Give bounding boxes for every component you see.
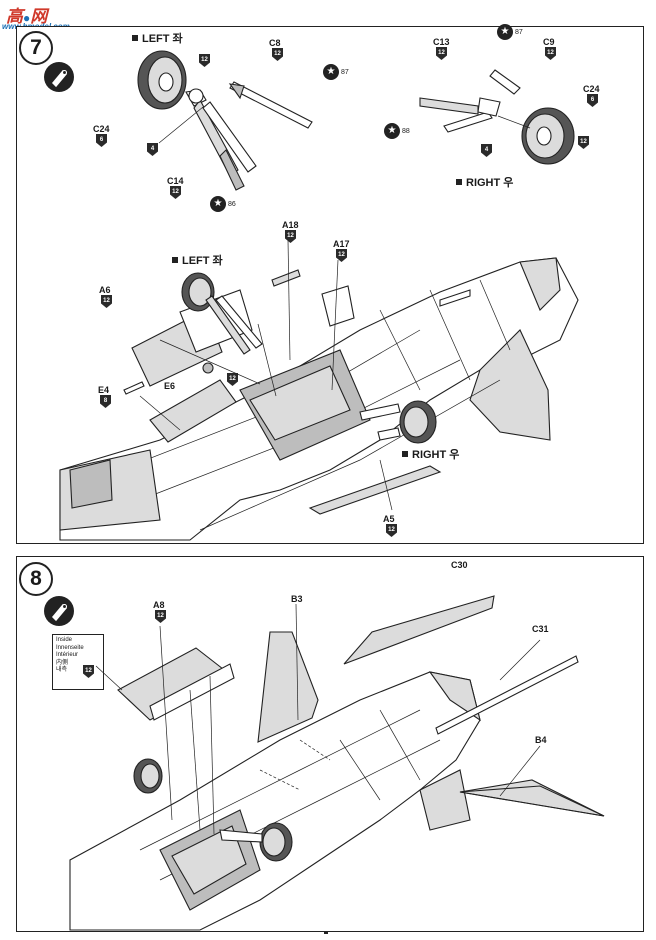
color-badge-a6: 12 — [101, 295, 112, 308]
legend-innenseite: Innenseite — [56, 644, 84, 651]
color-badge-a5: 12 — [386, 524, 397, 537]
step7b-left-label: LEFT 좌 — [172, 252, 223, 268]
part-label-c13: C13 — [433, 37, 450, 47]
watermark-brand2: 网 — [30, 7, 48, 26]
part-label-a18: A18 — [282, 220, 299, 230]
page-mark — [324, 932, 328, 934]
part-label-e6: E6 — [164, 381, 176, 391]
part-label-c24-left: C24 — [93, 124, 110, 134]
color-badge-c13: 12 — [436, 47, 447, 60]
part-label-e4: E4 — [98, 385, 110, 395]
step7-left-label: LEFT 좌 — [132, 30, 183, 46]
star-callout-icon: ★ — [497, 24, 513, 40]
part-label-c9: C9 — [543, 37, 555, 47]
star-callout-number: 88 — [402, 128, 410, 135]
glue-badge: 4 — [147, 143, 158, 156]
part-label-b3: B3 — [291, 594, 303, 604]
legend-inside: Inside — [56, 637, 73, 643]
part-label-b4: B4 — [535, 735, 547, 745]
cement-glue-icon — [44, 596, 74, 626]
legend-korean: 내측 — [56, 667, 68, 673]
glue-badge: 12 — [199, 54, 210, 67]
glue-badge: 4 — [481, 144, 492, 157]
part-label-c8: C8 — [269, 38, 281, 48]
step7-right-label: RIGHT 우 — [456, 174, 513, 190]
color-badge-c24-right: 6 — [587, 94, 598, 107]
part-label-a8: A8 — [153, 600, 165, 610]
part-label-a6: A6 — [99, 285, 111, 295]
color-badge-a17: 12 — [336, 249, 347, 262]
color-badge-c14: 12 — [170, 186, 181, 199]
color-badge-e6: 12 — [227, 373, 238, 386]
legend-interieur: Intérieur — [56, 652, 79, 658]
star-callout-icon: ★ — [384, 123, 400, 139]
star-callout-number: 87 — [515, 29, 523, 36]
inside-legend: Inside Innenseite Intérieur 内側 내측 12 — [52, 634, 104, 690]
cement-glue-icon — [44, 62, 74, 92]
color-badge-c24-left: 6 — [96, 134, 107, 147]
part-label-c24-right: C24 — [583, 84, 600, 94]
step-7-number: 7 — [19, 31, 53, 65]
color-badge-c9: 12 — [545, 47, 556, 60]
color-badge-a18: 12 — [285, 230, 296, 243]
legend-japanese: 内側 — [56, 659, 69, 666]
star-callout-icon: ★ — [323, 64, 339, 80]
star-callout-number: 86 — [228, 201, 236, 208]
star-callout-icon: ★ — [210, 196, 226, 212]
color-badge-e4: 8 — [100, 395, 111, 408]
part-label-c14: C14 — [167, 176, 184, 186]
part-label-a17: A17 — [333, 239, 350, 249]
glue-badge: 12 — [578, 136, 589, 149]
part-label-c30: C30 — [451, 560, 468, 570]
color-badge-a8: 12 — [155, 610, 166, 623]
watermark-brand: 高 — [6, 7, 23, 26]
part-label-c31: C31 — [532, 624, 549, 634]
step-8-number: 8 — [19, 562, 53, 596]
watermark-logo: 高●网 — [6, 7, 48, 26]
legend-color-badge: 12 — [83, 665, 94, 678]
part-label-a5: A5 — [383, 514, 395, 524]
color-badge-c8: 12 — [272, 48, 283, 61]
step7b-right-label: RIGHT 우 — [402, 446, 459, 462]
star-callout-number: 87 — [341, 69, 349, 76]
